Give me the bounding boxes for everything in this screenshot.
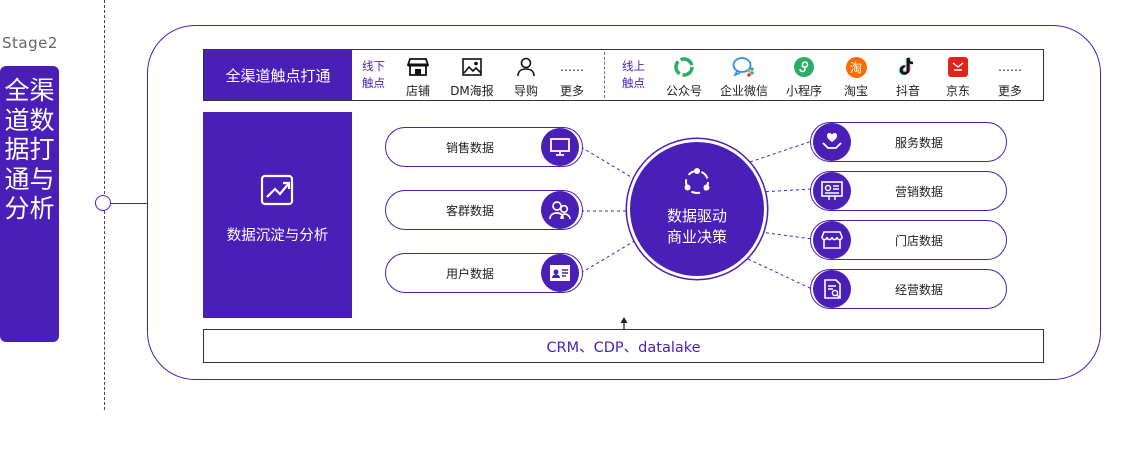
data-node-user: 用户数据 xyxy=(385,253,583,293)
store-icon xyxy=(390,56,446,78)
touchpoint-divider xyxy=(604,52,605,98)
touchpoint-taobao: 淘 淘宝 xyxy=(828,56,884,99)
cycle-icon xyxy=(681,166,713,202)
touchpoint-dm-poster: DM海报 xyxy=(444,56,500,99)
storefront-icon xyxy=(813,221,851,259)
wechat-official-icon xyxy=(656,56,712,78)
decision-core: 数据驱动 商业决策 xyxy=(630,142,764,276)
data-node-service: 服务数据 xyxy=(810,122,1007,162)
foundation-label: CRM、CDP、datalake xyxy=(546,339,701,356)
heart-hands-icon xyxy=(813,123,851,161)
foundation-arrow xyxy=(620,317,628,329)
touchpoint-offline-more[interactable]: …… 更多 xyxy=(544,56,600,99)
data-node-customer-group: 客群数据 xyxy=(385,190,583,230)
decision-core-text: 数据驱动 商业决策 xyxy=(666,207,727,246)
report-search-icon xyxy=(813,270,851,308)
stage-title: 全渠道数据打通与分析 xyxy=(0,66,59,342)
trend-chart-icon xyxy=(260,172,296,210)
stage-node xyxy=(95,195,111,211)
id-card-icon xyxy=(541,254,579,292)
connector-marketing xyxy=(759,188,813,193)
main-frame xyxy=(147,25,1101,380)
touchpoint-douyin: 抖音 xyxy=(880,56,936,99)
wecom-icon xyxy=(716,56,772,78)
billboard-icon xyxy=(813,172,851,210)
connector-service xyxy=(749,140,813,163)
touchpoint-online-more[interactable]: …… 更多 xyxy=(982,56,1038,99)
image-icon xyxy=(444,56,500,78)
analysis-box: 数据沉淀与分析 xyxy=(203,112,352,318)
connector-user xyxy=(580,239,637,274)
offline-group-label: 线下 触点 xyxy=(362,59,385,90)
people-group-icon xyxy=(541,191,579,229)
more-dots-icon: …… xyxy=(560,60,584,74)
person-icon xyxy=(498,56,554,78)
touchpoint-jd: 京东 xyxy=(930,56,986,99)
touchpoint-wechat-official: 公众号 xyxy=(656,56,712,99)
connector-sales xyxy=(580,146,637,181)
more-dots-icon: …… xyxy=(998,60,1022,74)
connector-store xyxy=(759,231,813,240)
connector-operation xyxy=(747,258,813,290)
taobao-icon: 淘 xyxy=(828,56,884,78)
touchpoint-title: 全渠道触点打通 xyxy=(204,50,352,100)
stage-connector xyxy=(111,203,148,204)
touchpoint-guide: 导购 xyxy=(498,56,554,99)
data-node-sales: 销售数据 xyxy=(385,127,583,167)
monitor-icon xyxy=(541,128,579,166)
touchpoint-miniprogram: 小程序 xyxy=(776,56,832,99)
touchpoint-store: 店铺 xyxy=(390,56,446,99)
douyin-icon xyxy=(880,56,936,78)
online-group-label: 线上 触点 xyxy=(622,59,645,90)
stage-label: Stage2 xyxy=(2,34,58,52)
miniprogram-icon xyxy=(776,56,832,78)
touchpoint-wecom: 企业微信 xyxy=(716,56,772,99)
jd-icon xyxy=(930,56,986,78)
data-node-operation: 经营数据 xyxy=(810,269,1007,309)
analysis-label: 数据沉淀与分析 xyxy=(226,228,329,244)
foundation-bar: CRM、CDP、datalake xyxy=(203,329,1044,363)
touchpoint-bar: 全渠道触点打通 线下 触点 店铺 DM海报 导购 …… 更多 线上 触点 公众号 xyxy=(203,49,1044,101)
data-node-store: 门店数据 xyxy=(810,220,1007,260)
data-node-marketing: 营销数据 xyxy=(810,171,1007,211)
